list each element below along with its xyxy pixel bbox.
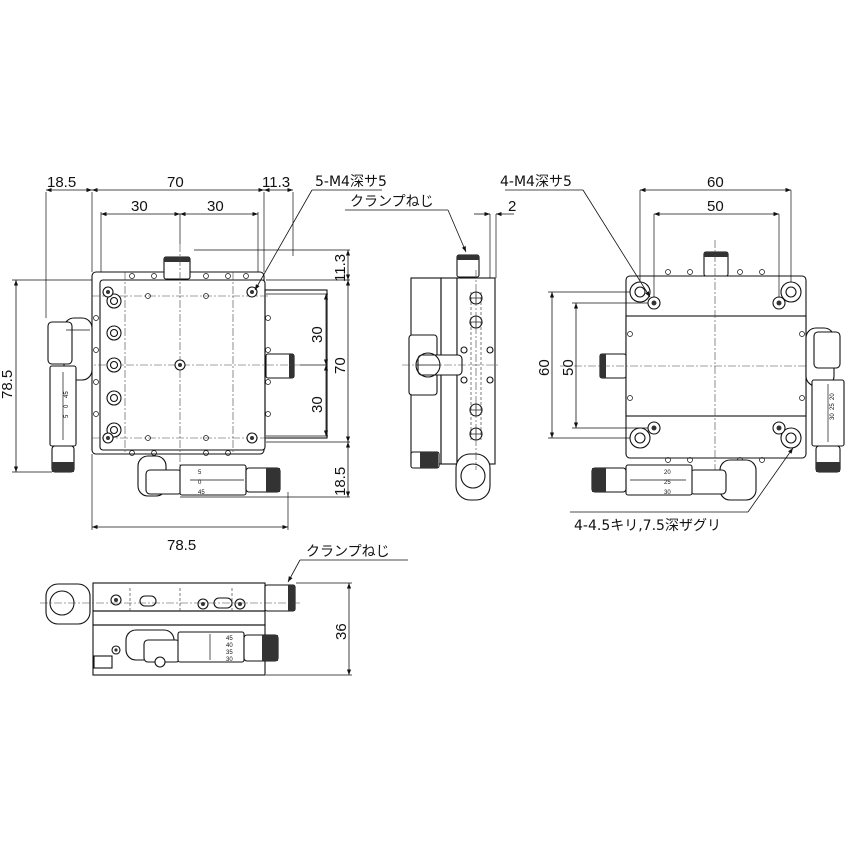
right-view-bottom-micrometer: 20 25 30 <box>591 459 757 501</box>
front-view-holes <box>110 588 246 668</box>
fv-scale-3: 30 <box>226 657 233 663</box>
rv-b-scale-2: 30 <box>664 490 671 496</box>
dim-bottom-total: 78.5 <box>167 537 196 554</box>
right-view-right-micrometer: 30 25 20 <box>805 327 845 473</box>
rv-scale-2: 20 <box>830 393 836 400</box>
top-view: 45 0 5 5 0 45 <box>0 174 387 554</box>
rv-dim-left-inner: 50 <box>560 359 577 376</box>
side-clamp-label: クランプねじ <box>350 194 434 210</box>
top-scale-2: 45 <box>198 490 205 496</box>
left-scale-0: 45 <box>64 391 70 398</box>
right-view: 30 25 20 20 25 30 <box>500 174 845 534</box>
dim-left-total: 78.5 <box>0 370 16 399</box>
dim-right-total: 70 <box>332 357 349 374</box>
left-scale-1: 0 <box>64 404 70 408</box>
left-scale-2: 5 <box>64 414 70 418</box>
note-5-m4: 5-M4深サ5 <box>315 174 387 190</box>
rv-dim-top-inner: 50 <box>707 198 724 215</box>
rv-dim-top-outer: 60 <box>707 174 724 191</box>
dim-right-lower: 18.5 <box>332 467 349 496</box>
front-clamp-label: クランプねじ <box>306 544 390 560</box>
rv-scale-0: 30 <box>830 413 836 420</box>
dim-right-upper: 11.3 <box>332 254 349 282</box>
dim-top-half-b: 30 <box>207 198 224 215</box>
rv-scale-1: 25 <box>830 403 836 410</box>
top-view-left-micrometer: 45 0 5 <box>47 317 93 473</box>
note-counterbore: 4-4.5キリ,7.5深ザグリ <box>574 518 721 534</box>
rv-b-scale-0: 20 <box>664 470 671 476</box>
dim-top-left: 18.5 <box>47 174 76 191</box>
rv-b-scale-1: 25 <box>664 480 671 486</box>
dim-right-a: 30 <box>309 326 326 343</box>
dim-top-total: 70 <box>167 174 184 191</box>
top-scale-1: 0 <box>198 480 202 486</box>
top-scale-0: 5 <box>198 470 202 476</box>
dim-top-right: 11.3 <box>262 174 290 191</box>
rv-dim-left-outer: 60 <box>536 359 553 376</box>
note-4-m4: 4-M4深サ5 <box>500 174 572 190</box>
top-view-counterbore-holes <box>106 293 122 438</box>
top-view-bottom-micrometer: 5 0 45 <box>137 455 281 497</box>
top-view-dimensions <box>12 187 382 530</box>
side-dim-2: 2 <box>508 198 516 215</box>
fv-scale-1: 40 <box>226 643 233 649</box>
front-view: 45 40 35 30 36 クランプねじ <box>40 544 408 676</box>
side-view: クランプねじ 2 <box>345 194 516 501</box>
dim-right-b: 30 <box>309 396 326 413</box>
fv-scale-2: 35 <box>226 650 233 656</box>
right-view-dimensions <box>505 187 794 513</box>
dim-top-half-a: 30 <box>131 198 148 215</box>
top-view-small-holes <box>93 273 271 456</box>
top-view-tapped-holes <box>102 286 258 444</box>
fv-scale-0: 45 <box>226 636 233 642</box>
fv-dim-height: 36 <box>333 623 350 640</box>
